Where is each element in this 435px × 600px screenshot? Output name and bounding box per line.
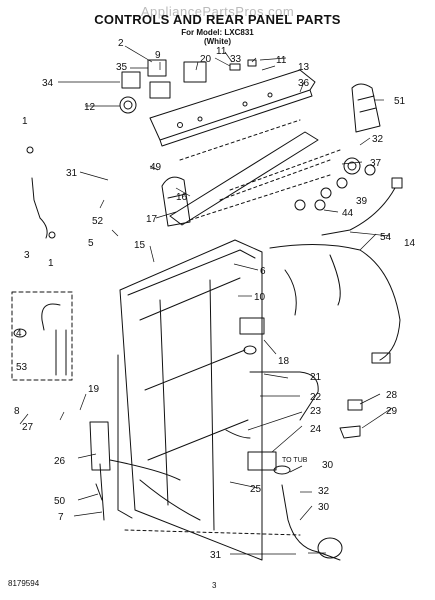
label-24: 24 [310,424,322,435]
label-28: 29 [386,406,398,417]
label-15: 15 [134,240,146,251]
inlet-hose-inset [11,291,73,381]
label-29: 28 [386,390,398,401]
inlet-hose [13,303,67,376]
label-51: 51 [394,96,406,107]
to-tub-callout: TO TUB [282,457,308,464]
label-22: 22 [310,392,322,403]
label-25: 25 [250,484,262,495]
rear-panel [117,239,263,561]
control-knobs [294,157,376,211]
label-36: 32 [372,134,384,145]
leveling-legs [89,421,201,521]
color-line: (White) [203,37,232,46]
model-line: For Model: LXC831 [181,28,254,37]
label-9: 9 [155,50,161,61]
label-10: 10 [254,292,266,303]
leader-lines [19,45,393,555]
back-guard [169,131,319,226]
part-labels: 2 9 20 11 33 11 13 36 35 34 12 51 32 37 … [14,38,416,561]
label-12: 12 [84,102,96,113]
label-20: 20 [200,54,212,65]
label-1a: 1 [22,116,28,127]
wire-harness [269,177,403,364]
pump-parts [239,317,363,475]
label-53: 53 [16,362,28,373]
label-21: 21 [310,372,322,383]
hose-assembly-left [26,146,56,239]
label-13: 13 [298,62,310,73]
label-45: 39 [356,196,368,207]
label-5: 5 [88,238,94,249]
watermark: AppliancePartsPros.com [140,4,295,19]
label-49: 49 [150,162,162,173]
label-17: 17 [146,214,158,225]
label-32: 32 [318,486,330,497]
console-end-cap-right [351,83,381,133]
label-19: 19 [88,384,100,395]
label-7: 7 [58,512,64,523]
label-27: 27 [22,422,34,433]
label-35: 34 [42,78,54,89]
label-18: 18 [278,356,290,367]
label-11b: 11 [276,55,287,66]
timer-switch [119,59,257,114]
label-26: 26 [54,456,66,467]
drain-hose [225,371,343,561]
label-30a: 30 [322,460,334,471]
label-50: 50 [54,496,66,507]
label-30b: 30 [318,502,330,513]
label-16: 16 [176,192,188,203]
label-8: 8 [14,406,20,417]
label-34: 31 [66,168,78,179]
label-23: 23 [310,406,322,417]
page-title: CONTROLS AND REAR PANEL PARTS [94,12,341,27]
label-4: 4 [16,328,22,339]
label-2: 2 [118,38,124,49]
label-1b: 1 [48,258,54,269]
label-52: 52 [92,216,104,227]
label-31: 31 [210,550,222,561]
label-44: 37 [370,158,382,169]
label-6: 6 [260,266,266,277]
label-33: 33 [230,54,242,65]
part-number: 8179594 [8,579,40,588]
label-3: 3 [24,250,30,261]
label-14: 14 [404,238,416,249]
control-console [149,69,316,147]
label-11a: 11 [216,46,227,57]
label-37: 35 [116,62,128,73]
page-number: 3 [212,581,217,590]
label-54: 54 [380,232,392,243]
label-39: 36 [298,78,310,89]
console-end-cap-left [161,176,191,227]
label-47: 44 [342,208,354,219]
guide-lines [179,119,341,221]
